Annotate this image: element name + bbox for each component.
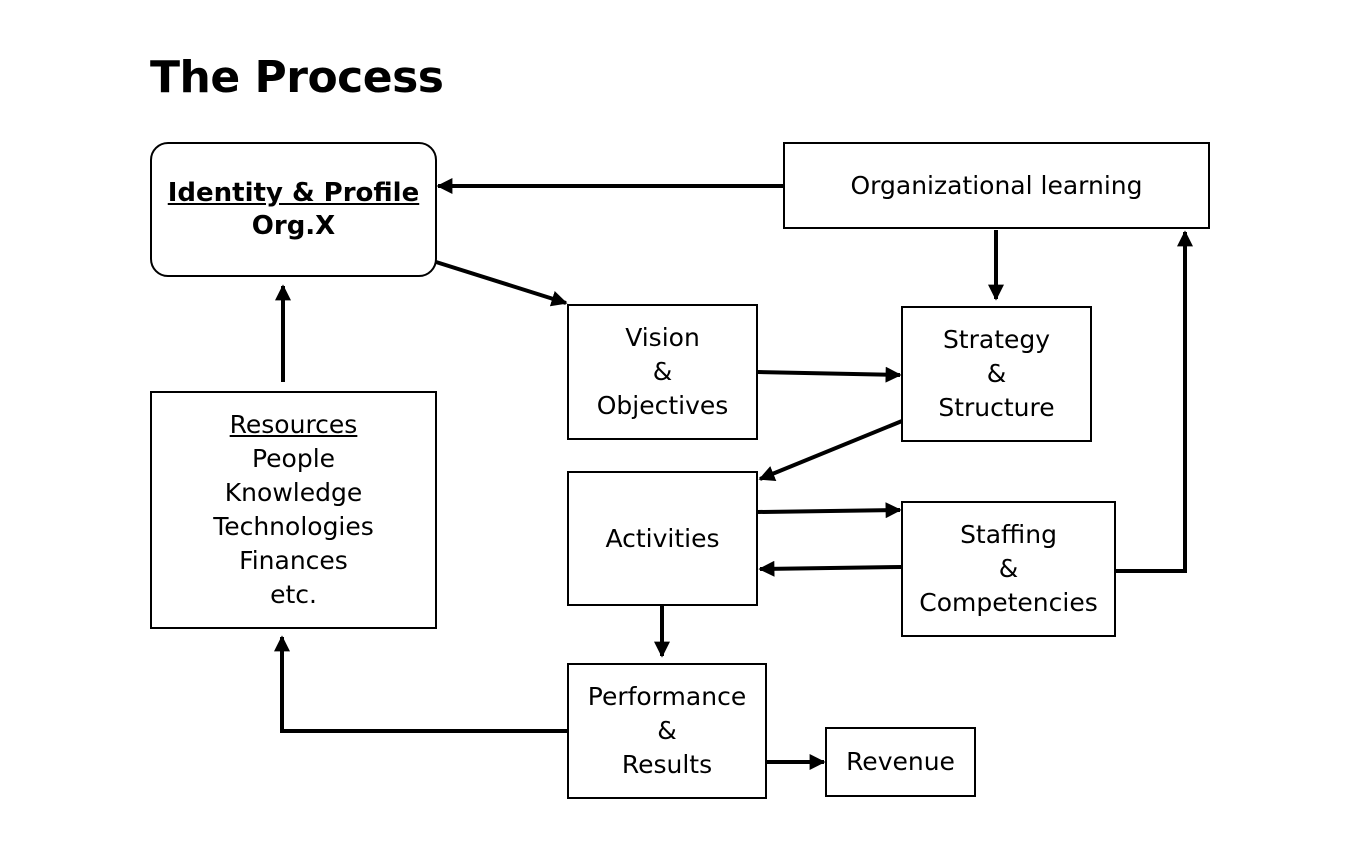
staffing-line-1: Staffing [960,520,1057,549]
strategy-line-1: Strategy [942,325,1051,354]
vision-objectives-node: Vision & Objectives [567,304,758,440]
staffing-line-3: Competencies [919,588,1098,617]
arrow-vision-to-strategy [757,366,902,383]
arrow-strategy-to-activities [758,419,903,481]
identity-sub: Org.X [251,210,336,241]
performance-line-2: & [657,716,677,745]
organizational-learning-node: Organizational learning [783,142,1210,229]
performance-line-3: Results [621,750,713,779]
resources-item: Finances [239,546,348,575]
vision-line-3: Objectives [596,391,729,420]
staffing-line-2: & [998,554,1019,583]
arrow-identity-to-vision [435,260,568,307]
identity-profile-node: Identity & Profile Org.X [150,142,437,277]
activities-node: Activities [567,471,758,606]
resources-item: Technologies [213,512,374,541]
arrow-performance-to-resources [274,635,568,733]
performance-line-1: Performance [587,682,747,711]
page-title: The Process [150,52,444,103]
arrow-staffing-to-learning [1115,230,1193,573]
arrow-staffing-to-activities [758,560,903,577]
vision-line-1: Vision [625,323,700,352]
resources-item: etc. [270,580,317,609]
strategy-line-2: & [986,359,1007,388]
activities-label: Activities [605,523,720,553]
performance-results-node: Performance & Results [567,663,767,799]
vision-line-2: & [652,357,673,386]
strategy-line-3: Structure [938,393,1055,422]
organizational-learning-label: Organizational learning [850,170,1143,200]
resources-item: Knowledge [224,478,363,507]
resources-node: Resources People Knowledge Technologies … [150,391,437,629]
revenue-label: Revenue [846,747,955,776]
staffing-competencies-node: Staffing & Competencies [901,501,1116,637]
strategy-structure-node: Strategy & Structure [901,306,1092,442]
arrow-activities-to-staffing [757,502,902,519]
resources-item: People [251,444,336,473]
revenue-node: Revenue [825,727,976,797]
identity-heading: Identity & Profile [167,177,420,208]
resources-heading: Resources [229,410,358,439]
